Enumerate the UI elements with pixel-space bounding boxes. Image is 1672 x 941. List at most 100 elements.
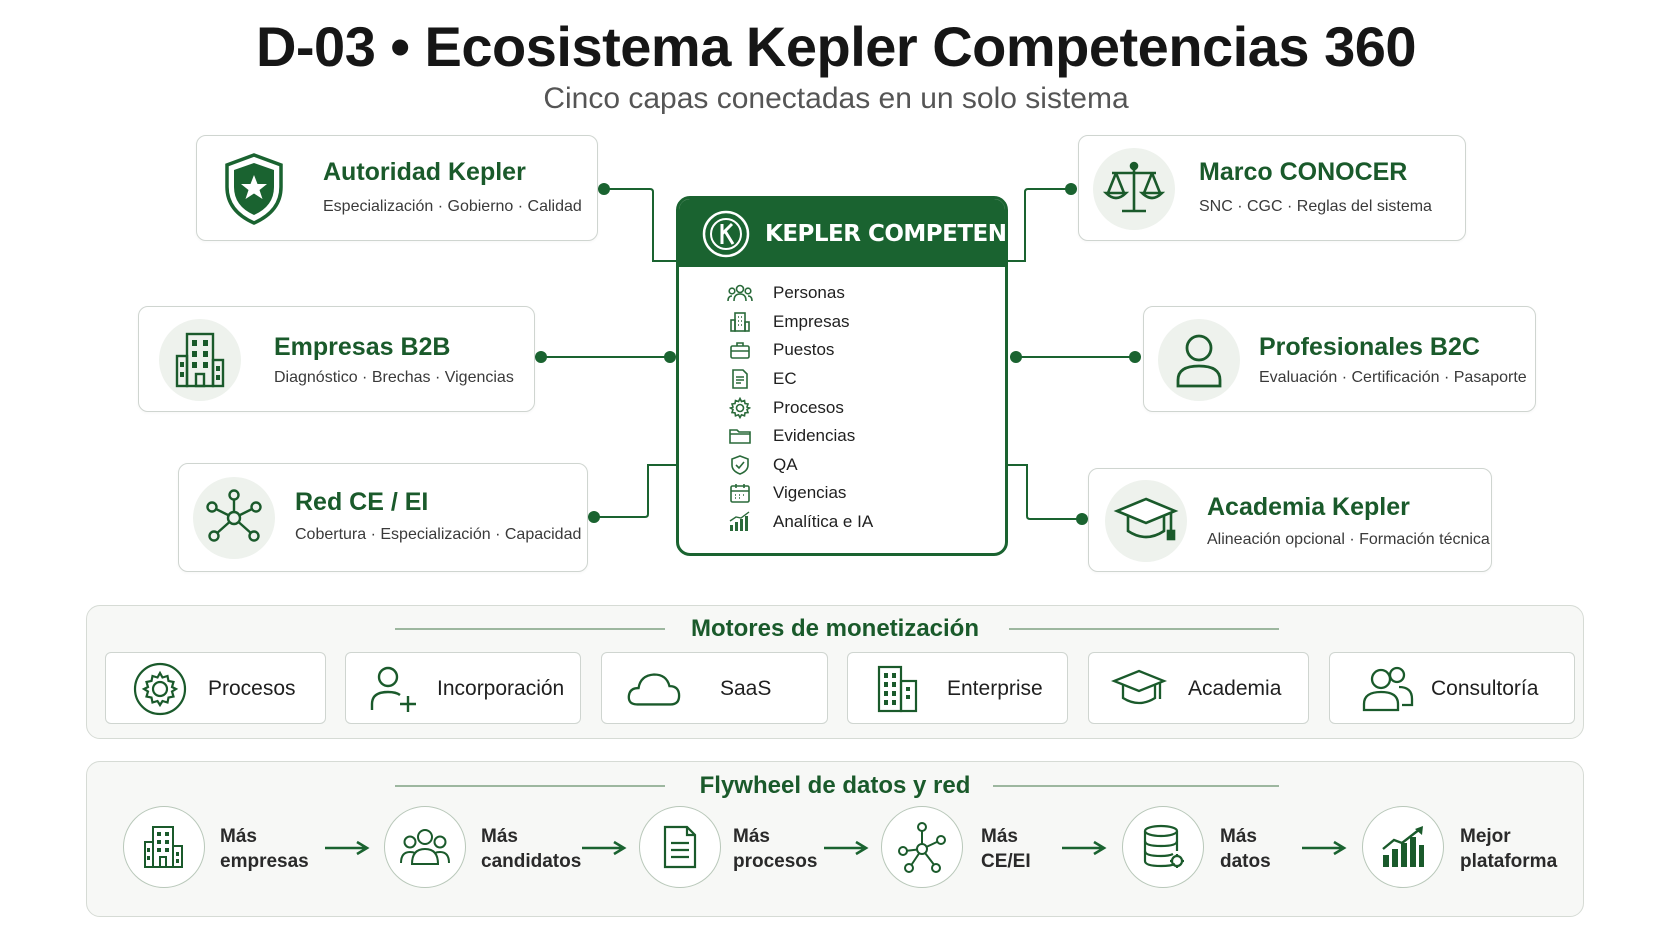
arrow-right-icon (1302, 840, 1347, 856)
flywheel-step-datos[interactable] (1122, 806, 1204, 888)
monetization-item-saas[interactable]: SaaS (601, 652, 828, 724)
card-title: Empresas B2B (274, 333, 451, 361)
flywheel-step-procesos[interactable] (639, 806, 721, 888)
card-subtitle: Diagnóstico · Brechas · Vigencias (274, 369, 514, 386)
card-subtitle: Alineación opcional · Formación técnica (1207, 531, 1490, 548)
graduation-cap-icon (1111, 665, 1167, 713)
folder-icon (727, 425, 753, 447)
flywheel-step-ce-ei[interactable] (881, 806, 963, 888)
flywheel-label: Más empresas (220, 824, 309, 874)
hub-item-qa[interactable]: QA (727, 451, 873, 480)
flywheel-label-line1: Más (220, 826, 257, 847)
flywheel-label-line2: CE/EI (981, 851, 1031, 872)
hub-item-empresas[interactable]: Empresas (727, 308, 873, 337)
hub-item-puestos[interactable]: Puestos (727, 336, 873, 365)
flywheel-step-candidatos[interactable] (384, 806, 466, 888)
people-icon (400, 829, 450, 865)
document-icon (727, 368, 753, 390)
card-title: Profesionales B2C (1259, 333, 1480, 361)
monetization-label: Academia (1188, 677, 1282, 700)
building-icon (870, 665, 926, 713)
flywheel-label-line1: Mejor (1460, 826, 1511, 847)
hub-item-vigencias[interactable]: Vigencias (727, 479, 873, 508)
monetization-item-enterprise[interactable]: Enterprise (847, 652, 1068, 724)
hub-item-ec[interactable]: EC (727, 365, 873, 394)
card-red-ce-ei[interactable]: Red CE / EI Cobertura · Especialización … (178, 463, 588, 572)
flywheel-label-line2: procesos (733, 851, 818, 872)
page-subtitle: Cinco capas conectadas en un solo sistem… (543, 82, 1129, 115)
hub-item-label: EC (773, 369, 797, 389)
hub-item-label: Empresas (773, 311, 850, 331)
arrow-right-icon (325, 840, 370, 856)
shield-star-icon (213, 148, 295, 230)
hub-item-label: Personas (773, 283, 845, 303)
hub-item-analitica[interactable]: Analítica e IA (727, 508, 873, 537)
gear-icon (727, 396, 753, 419)
kepler-competency-os-hub[interactable]: KEPLER COMPETENCY OS Personas Empresas P… (676, 196, 1008, 556)
hub-item-evidencias[interactable]: Evidencias (727, 422, 873, 451)
building-icon (727, 311, 753, 333)
bar-chart-icon (727, 511, 753, 533)
hub-item-label: Evidencias (773, 426, 856, 446)
calendar-icon (727, 482, 753, 504)
database-icon (1143, 824, 1184, 868)
connector-lines (535, 183, 1141, 525)
card-subtitle: Especialización · Gobierno · Calidad (323, 198, 582, 215)
monetization-item-procesos[interactable]: Procesos (105, 652, 326, 724)
flywheel-label-line1: Más (981, 826, 1018, 847)
monetization-label: Consultoría (1431, 677, 1539, 700)
arrow-right-icon (1062, 840, 1107, 856)
kepler-logo-icon (702, 210, 750, 258)
hub-header: KEPLER COMPETENCY OS (679, 199, 1005, 267)
monetization-item-academia[interactable]: Academia (1088, 652, 1309, 724)
divider (993, 785, 1279, 787)
people-icon (1360, 665, 1416, 713)
hub-item-label: Analítica e IA (773, 512, 874, 532)
card-subtitle: Cobertura · Especialización · Capacidad (295, 526, 582, 543)
monetization-item-incorporacion[interactable]: Incorporación (345, 652, 581, 724)
hub-item-personas[interactable]: Personas (727, 279, 873, 308)
hub-item-label: Procesos (773, 397, 844, 417)
briefcase-icon (727, 339, 753, 361)
card-title: Autoridad Kepler (323, 158, 526, 186)
user-plus-icon (366, 665, 422, 713)
card-empresas-b2b[interactable]: Empresas B2B Diagnóstico · Brechas · Vig… (138, 306, 535, 412)
graduation-cap-icon (1105, 480, 1187, 562)
card-autoridad-kepler[interactable]: Autoridad Kepler Especialización · Gobie… (196, 135, 598, 241)
person-icon (1158, 319, 1240, 401)
hub-item-procesos[interactable]: Procesos (727, 393, 873, 422)
building-icon (144, 826, 183, 868)
document-icon (663, 825, 697, 869)
card-profesionales-b2c[interactable]: Profesionales B2C Evaluación · Certifica… (1143, 306, 1536, 412)
monetization-label: Enterprise (947, 677, 1043, 700)
divider (395, 785, 665, 787)
divider (395, 628, 665, 630)
card-title: Marco CONOCER (1199, 158, 1408, 186)
card-subtitle: SNC · CGC · Reglas del sistema (1199, 198, 1432, 215)
card-subtitle: Evaluación · Certificación · Pasaporte (1259, 369, 1527, 386)
flywheel-label-line2: datos (1220, 851, 1271, 872)
panel-title: Motores de monetización (690, 615, 980, 642)
arrow-right-icon (582, 840, 627, 856)
monetization-item-consultoria[interactable]: Consultoría (1329, 652, 1575, 724)
scales-icon (1093, 148, 1175, 230)
flywheel-step-plataforma[interactable] (1362, 806, 1444, 888)
hub-list: Personas Empresas Puestos EC Procesos (727, 279, 873, 536)
card-marco-conocer[interactable]: Marco CONOCER SNC · CGC · Reglas del sis… (1078, 135, 1466, 241)
flywheel-label-line2: empresas (220, 851, 309, 872)
card-title: Academia Kepler (1207, 493, 1410, 521)
cloud-icon (626, 665, 682, 713)
card-academia-kepler[interactable]: Academia Kepler Alineación opcional · Fo… (1088, 468, 1492, 572)
hub-item-label: Puestos (773, 340, 835, 360)
arrow-right-icon (824, 840, 869, 856)
growth-chart-icon (1382, 826, 1424, 867)
flywheel-label-line2: candidatos (481, 851, 582, 872)
flywheel-step-empresas[interactable] (123, 806, 205, 888)
network-icon (898, 822, 946, 873)
monetization-label: SaaS (720, 677, 772, 700)
